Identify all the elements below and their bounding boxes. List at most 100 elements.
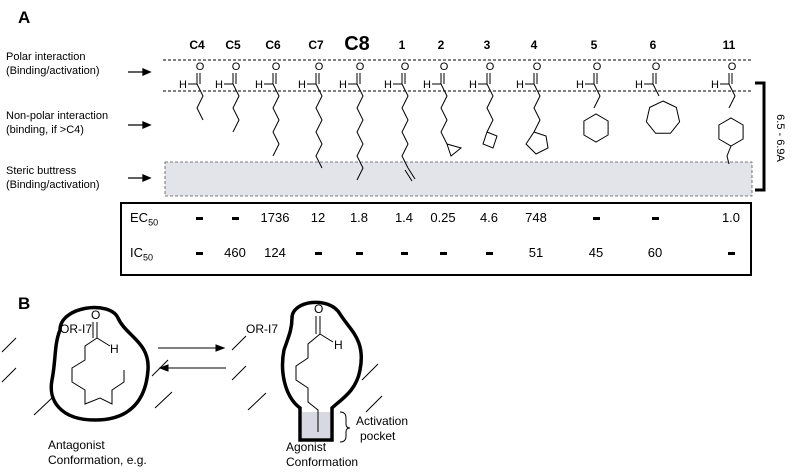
dash-mark	[314, 252, 322, 256]
panel-a-letter: A	[18, 8, 31, 27]
dash-mark	[355, 252, 363, 256]
dash-mark	[195, 217, 203, 221]
right-aldehyde-O: O	[314, 302, 324, 316]
column-header-c5: C5	[225, 38, 241, 52]
antagonist-caption: Antagonist Conformation, e.g.	[48, 438, 147, 468]
ec50-value-1: 1.4	[394, 210, 414, 225]
polar-interaction-label: Polar interaction (Binding/activation)	[6, 50, 100, 78]
ic50-value-11	[706, 245, 756, 260]
molecule-3-O: O	[486, 61, 495, 73]
receptor-left-label: OR-I7	[60, 322, 93, 336]
dash-mark	[439, 252, 447, 256]
molecule-5-O: O	[593, 61, 602, 73]
ec50-value-c6: 1736	[260, 210, 290, 225]
ec50-label-text: EC	[130, 210, 149, 225]
molecule-c8-H: H	[339, 79, 347, 91]
membrane-hatch-right	[231, 335, 383, 413]
molecule-2-O: O	[440, 61, 449, 73]
ic50-value-c4	[174, 245, 224, 260]
molecule-c5-O: O	[232, 61, 241, 73]
receptor-antagonist-outline	[49, 305, 150, 422]
ic50-value-2	[418, 245, 468, 260]
column-header-5: 5	[590, 38, 598, 52]
equilibrium-arrows	[158, 344, 226, 372]
molecule-2-H: H	[423, 79, 431, 91]
molecule-1-chain	[401, 83, 409, 169]
ic50-value-3	[464, 245, 514, 260]
panel-b-letter: B	[18, 294, 31, 313]
nonpolar-interaction-label: Non-polar interaction (binding, if >C4)	[6, 109, 108, 137]
agonist-caption: Agonist Conformation	[286, 440, 358, 470]
molecule-c6-chain	[272, 83, 280, 157]
distance-bracket	[755, 81, 766, 192]
column-header-c7: C7	[308, 38, 324, 52]
ic50-value-1	[379, 245, 429, 260]
molecule-6-cycloheptyl	[645, 100, 681, 134]
dash-mark	[400, 252, 408, 256]
molecule-5-chain	[593, 83, 601, 109]
molecule-6-H: H	[635, 79, 643, 91]
dash-mark	[651, 217, 659, 221]
ic50-value-c5: 460	[224, 245, 246, 260]
molecule-11-chain	[728, 83, 736, 109]
ec50-subscript: 50	[148, 217, 159, 228]
column-header-4: 4	[530, 38, 538, 52]
pocket-bracket	[339, 411, 351, 443]
polar-label-line1: Polar interaction	[6, 51, 86, 63]
molecule-11-H: H	[711, 79, 719, 91]
column-header-c8: C8	[344, 33, 370, 55]
steric-buttress-label: Steric buttress (Binding/activation)	[6, 164, 100, 192]
ic50-value-4: 51	[528, 245, 544, 260]
ec50-value-3: 4.6	[479, 210, 499, 225]
antagonist-caption-line1: Antagonist	[48, 438, 105, 452]
agonist-caption-line1: Agonist	[286, 440, 327, 454]
molecule-1-vinyl	[407, 167, 416, 180]
ec50-value-c7: 12	[310, 210, 326, 225]
molecule-3-chain	[486, 83, 494, 133]
molecule-c7-H: H	[298, 79, 306, 91]
activation-pocket-fill	[302, 412, 330, 438]
dash-mark	[727, 252, 735, 256]
molecule-c4-chain	[196, 83, 204, 121]
molecule-1-O: O	[401, 61, 410, 73]
right-aldehyde-H: H	[334, 338, 343, 352]
molecule-c6-H: H	[255, 79, 263, 91]
column-header-11: 11	[722, 38, 736, 52]
ec50-value-2: 0.25	[430, 210, 456, 225]
molecule-3-H: H	[469, 79, 477, 91]
molecule-c7-chain	[315, 83, 323, 169]
molecule-c8-chain	[356, 83, 364, 181]
column-header-3: 3	[483, 38, 491, 52]
column-header-2: 2	[437, 38, 445, 52]
ic50-value-c8	[334, 245, 384, 260]
molecule-1-H: H	[384, 79, 392, 91]
ec50-value-c8: 1.8	[349, 210, 369, 225]
side-arrows	[128, 68, 152, 182]
antagonist-caption-line2: Conformation, e.g.	[48, 453, 147, 467]
column-header-1: 1	[398, 38, 406, 52]
molecule-c5-H: H	[215, 79, 223, 91]
ec50-value-c5	[210, 210, 260, 225]
ic50-value-6: 60	[647, 245, 663, 260]
molecule-2-chain	[440, 83, 448, 145]
ec50-value-5	[571, 210, 621, 225]
nonpolar-label-line2: (binding, if >C4)	[6, 124, 84, 136]
pocket-label-line1: Activation	[356, 414, 409, 428]
ec50-value-4: 748	[525, 210, 547, 225]
molecule-11-O: O	[728, 61, 737, 73]
column-header-c6: C6	[265, 38, 281, 52]
ic50-subscript: 50	[143, 252, 154, 263]
molecule-1-vinyl-double	[404, 169, 413, 182]
ic50-row-label: IC50	[130, 245, 153, 263]
molecule-c6-O: O	[272, 61, 281, 73]
receptor-agonist-outline	[280, 300, 363, 442]
ic50-label-text: IC	[130, 245, 143, 260]
dash-mark	[195, 252, 203, 256]
steric-label-line2: (Binding/activation)	[6, 179, 100, 191]
molecule-3-cyclobutyl	[482, 131, 498, 149]
molecule-c4-H: H	[179, 79, 187, 91]
molecule-c5-chain	[232, 83, 240, 133]
molecule-11-methyl	[726, 145, 732, 165]
